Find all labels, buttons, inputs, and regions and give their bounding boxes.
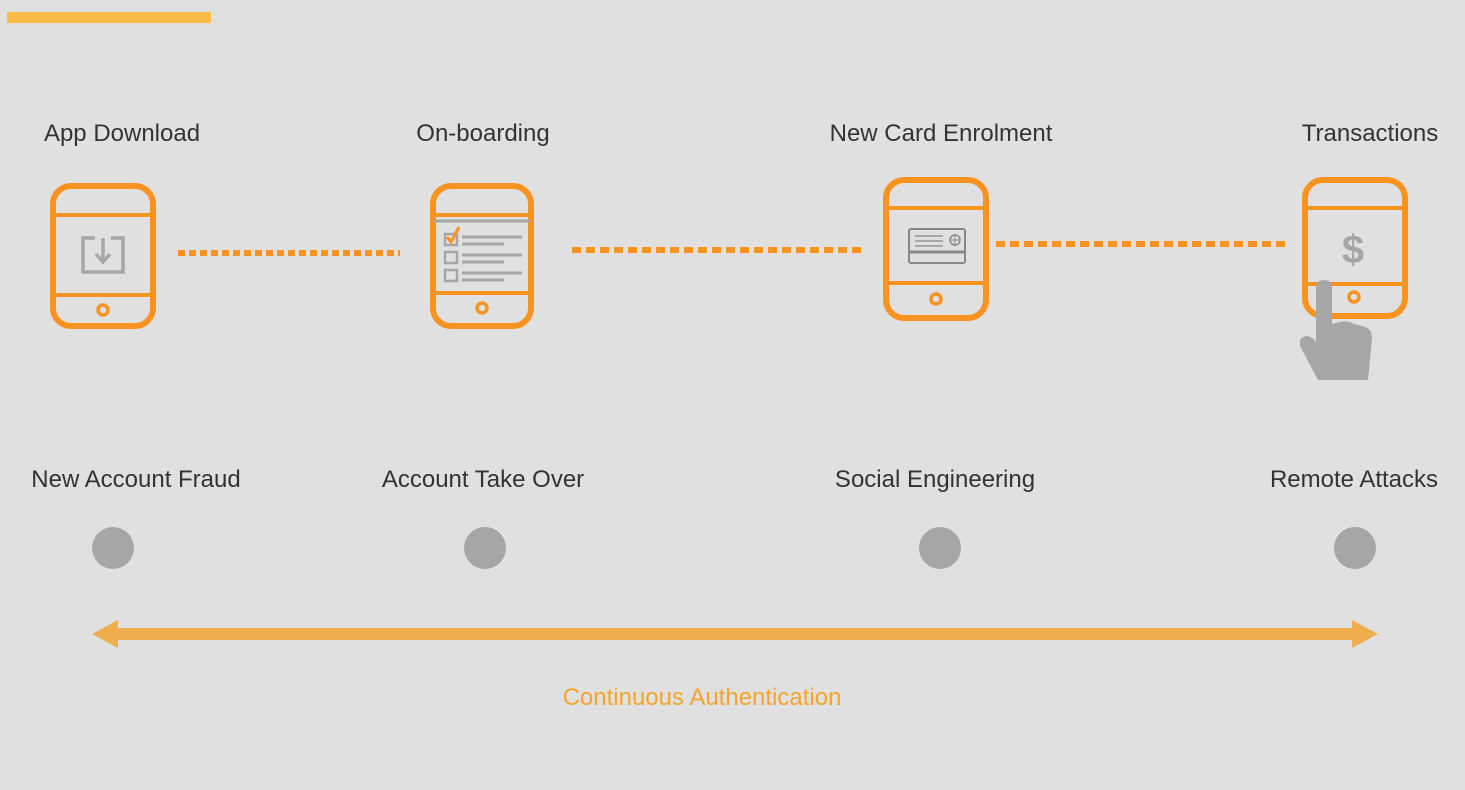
threat-label-account-take-over: Account Take Over (381, 466, 585, 493)
threat-dot-4 (1334, 527, 1376, 569)
stage-label-onboarding: On-boarding (416, 120, 550, 147)
stage-label-new-card-enrolment: New Card Enrolment (829, 120, 1053, 147)
threat-dot-1 (92, 527, 134, 569)
credit-card-icon (908, 228, 966, 264)
dotted-connector-3 (996, 241, 1286, 247)
dotted-connector-1 (178, 250, 400, 256)
stage-label-app-download: App Download (43, 120, 201, 147)
stage-label-transactions: Transactions (1301, 120, 1439, 147)
top-accent-bar (7, 12, 211, 23)
dollar-icon: $ (1342, 228, 1364, 272)
threat-dot-2 (464, 527, 506, 569)
phone-new-card-enrolment (883, 177, 989, 321)
dotted-connector-2 (572, 247, 862, 253)
double-arrow-icon (92, 620, 1378, 648)
phone-transactions: $ (1300, 177, 1408, 380)
phone-onboarding (430, 183, 534, 329)
threat-label-social-engineering: Social Engineering (834, 466, 1036, 493)
threat-label-new-account-fraud: New Account Fraud (31, 466, 241, 493)
download-icon (81, 236, 125, 274)
continuous-authentication-caption: Continuous Authentication (562, 684, 842, 711)
phone-app-download (50, 183, 156, 329)
threat-label-remote-attacks: Remote Attacks (1269, 466, 1439, 493)
checklist-icon (434, 219, 530, 283)
threat-dot-3 (919, 527, 961, 569)
pointing-hand-icon (1300, 280, 1372, 380)
